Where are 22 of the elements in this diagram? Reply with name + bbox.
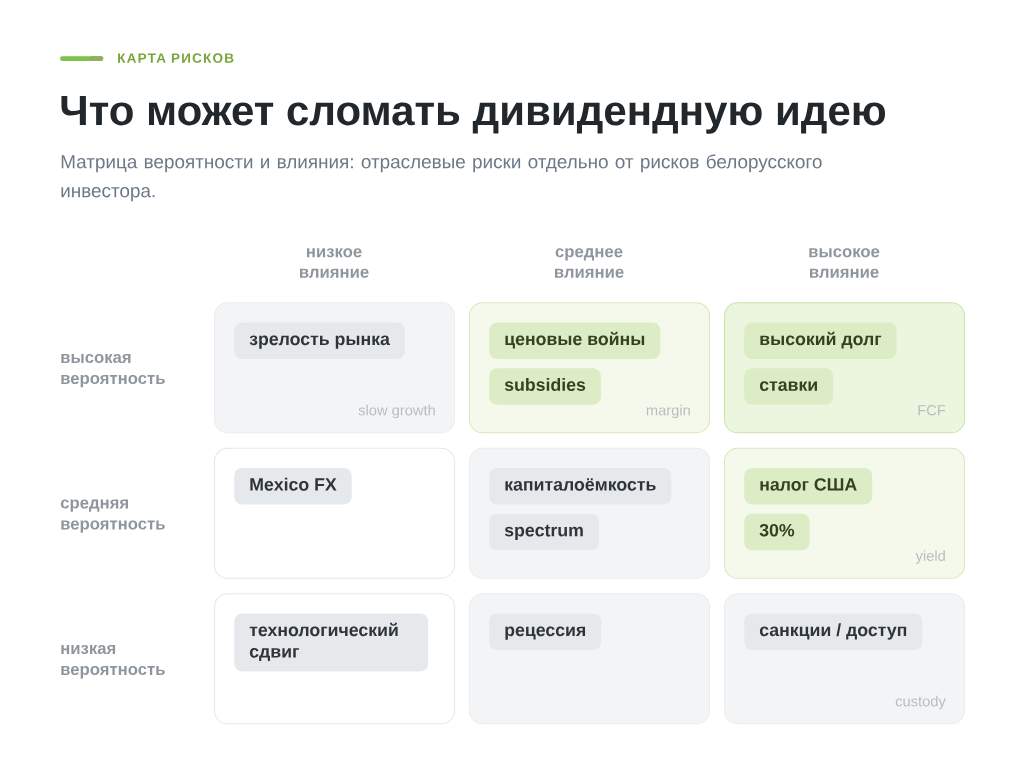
risk-tag: налог США <box>744 468 873 505</box>
column-header: среднее влияние <box>555 248 624 278</box>
column-header: низкое влияние <box>300 248 369 278</box>
risk-tag: ставки <box>744 368 834 405</box>
risk-tag: капиталоёмкость <box>489 468 672 505</box>
risk-tag: санкции / доступ <box>744 613 923 650</box>
column-header: высокое влияние <box>809 248 880 278</box>
title: Что может сломать дивидендную идею <box>61 96 886 134</box>
row-header: высокая вероятность <box>61 353 165 388</box>
row-header: низкая вероятность <box>61 644 165 679</box>
risk-tag: рецессия <box>489 613 602 650</box>
risk-tag: высокий долг <box>744 322 897 359</box>
risk-tag: ценовые войны <box>489 322 661 359</box>
risk-tag: зрелость рынка <box>234 322 405 359</box>
subtitle: Матрица вероятности и влияния: отраслевые риски отдельно от рисков белорусского инвестора. <box>61 154 822 202</box>
risk-tag: Mexico FX <box>234 468 352 505</box>
risk-tag: технологический сдвиг <box>234 613 429 672</box>
risk-tag: subsidies <box>489 368 601 405</box>
risk-tag: spectrum <box>489 513 599 551</box>
row-header: средняя вероятность <box>60 499 165 533</box>
eyebrow-label: КАРТА РИСКОВ <box>118 53 234 63</box>
risk-tag: 30% <box>744 513 810 551</box>
